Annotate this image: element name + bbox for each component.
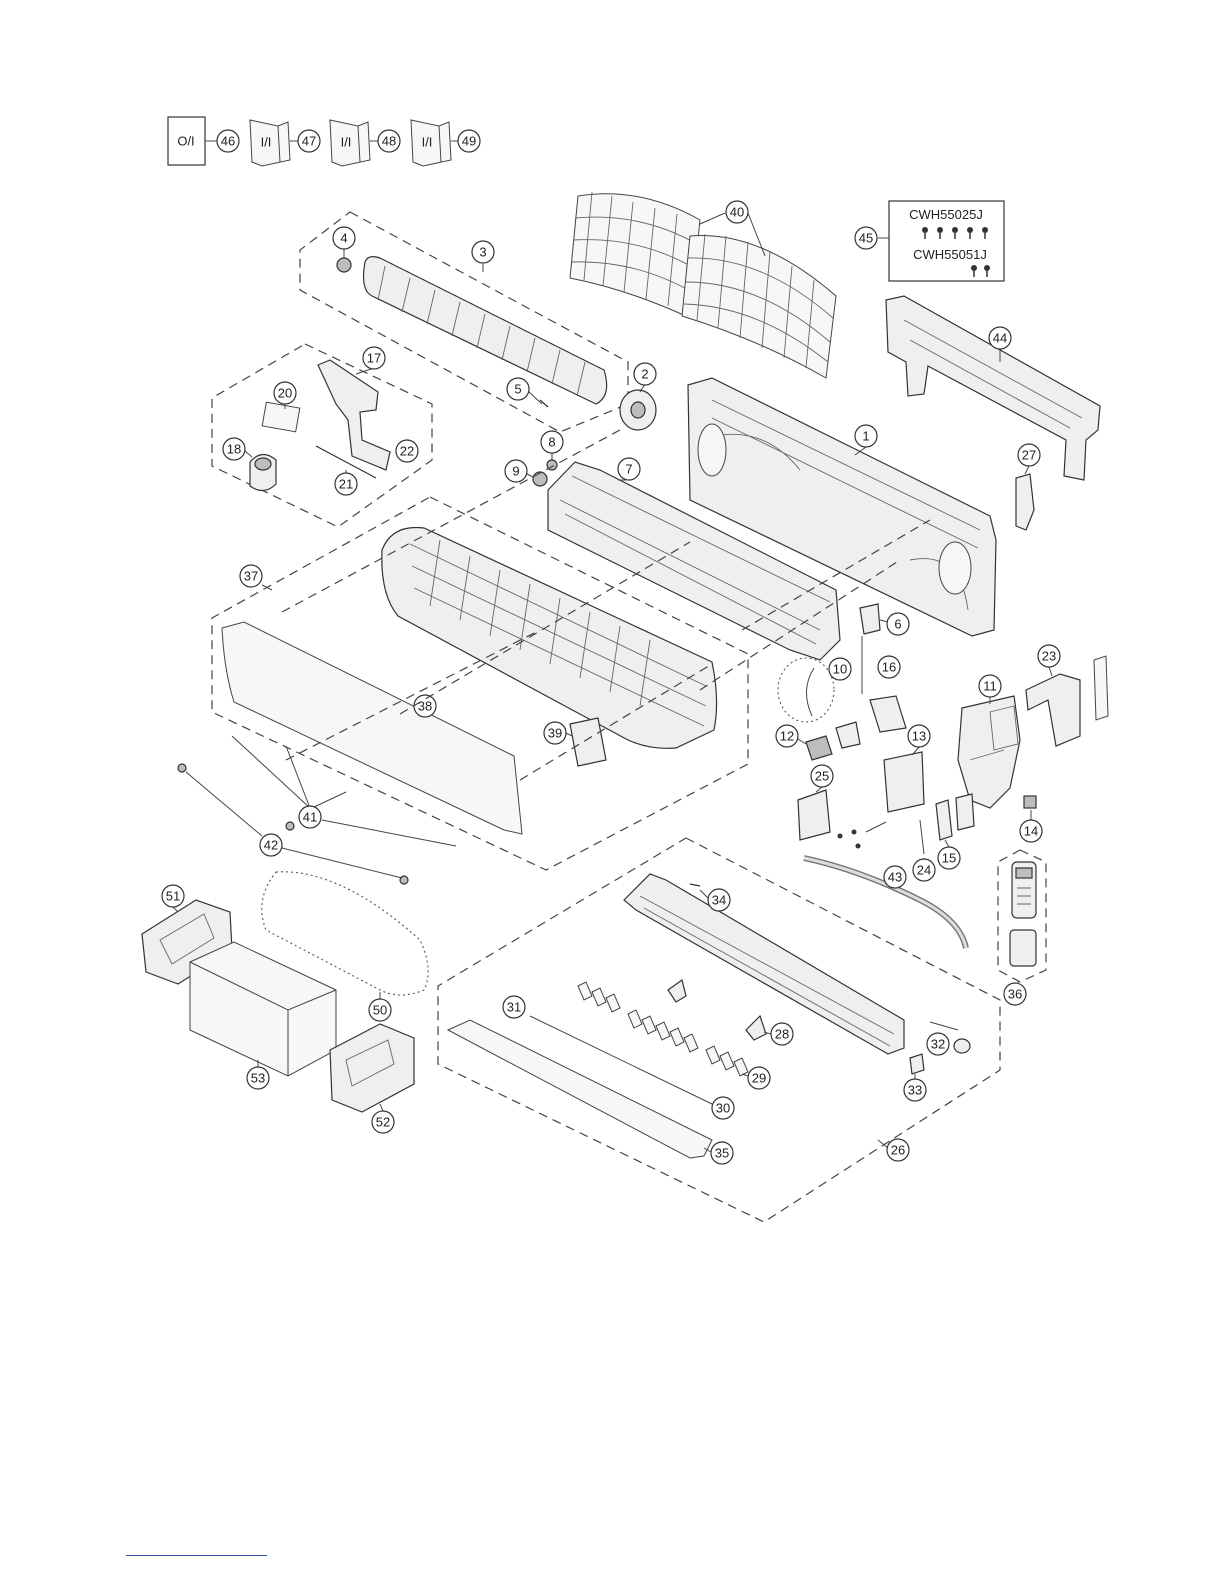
fan-motor	[620, 390, 656, 430]
screw-kit-box: CWH55025J CWH55051J 45	[855, 201, 1004, 281]
part-number-38: 38	[418, 699, 432, 714]
part-number-39: 39	[548, 726, 562, 741]
fan-motor-connector	[860, 604, 880, 634]
part-number-22: 22	[400, 444, 414, 459]
part-number-48: 48	[382, 134, 396, 149]
screw-cap	[400, 876, 408, 884]
vertical-louvers	[578, 982, 748, 1076]
installation-instructions-1: I/I 47	[250, 120, 320, 166]
part-number-34: 34	[712, 893, 726, 908]
part-number-27: 27	[1022, 448, 1036, 463]
part-number-37: 37	[244, 569, 258, 584]
part-number-18: 18	[227, 442, 241, 457]
installation-plate	[886, 296, 1100, 480]
bearing	[533, 472, 547, 486]
part-number-47: 47	[302, 134, 316, 149]
part-number-51: 51	[166, 889, 180, 904]
screw-code-1: CWH55025J	[909, 207, 983, 222]
part-number-31: 31	[507, 1000, 521, 1015]
part-number-21: 21	[339, 477, 353, 492]
part-number-50: 50	[373, 1003, 387, 1018]
louver-motor	[910, 1054, 924, 1074]
part-number-8: 8	[548, 435, 555, 450]
screw-code-2: CWH55051J	[913, 247, 987, 262]
part-number-9: 9	[512, 464, 519, 479]
part-number-10: 10	[833, 662, 847, 677]
part-number-32: 32	[931, 1037, 945, 1052]
fan-bushing	[337, 258, 351, 272]
ii-label-1: I/I	[261, 135, 272, 150]
part-number-46: 46	[221, 134, 235, 149]
part-number-36: 36	[1008, 987, 1022, 1002]
part-number-20: 20	[278, 386, 292, 401]
bearing-housing	[250, 454, 276, 490]
air-filter-left	[570, 192, 700, 318]
part-number-2: 2	[641, 367, 648, 382]
footer-link-underline	[126, 1555, 267, 1556]
sensor-bracket	[936, 800, 952, 840]
screw	[690, 884, 700, 886]
electronic-controller	[958, 696, 1020, 808]
part-number-4: 4	[340, 231, 347, 246]
sensor-holder	[870, 696, 906, 732]
louver-link-2	[746, 1016, 766, 1040]
control-board-cover	[1026, 674, 1080, 746]
part-number-7: 7	[625, 462, 632, 477]
part-number-52: 52	[376, 1115, 390, 1130]
packing-end-right	[330, 1024, 414, 1112]
part-number-25: 25	[815, 769, 829, 784]
part-number-41: 41	[303, 810, 317, 825]
screw-cap	[178, 764, 186, 772]
installation-instructions-2: I/I 48	[330, 120, 400, 166]
terminal-cover-strip	[1094, 656, 1108, 720]
installation-instructions-3: I/I 49	[411, 120, 480, 166]
ii-label-3: I/I	[422, 135, 433, 150]
part-number-1: 1	[862, 429, 869, 444]
screw-icon	[838, 830, 861, 849]
operating-instructions-group: O/I 46	[168, 117, 239, 165]
part-number-33: 33	[908, 1083, 922, 1098]
terminal-cover	[836, 722, 860, 748]
control-board	[884, 752, 924, 812]
part-number-17: 17	[367, 351, 381, 366]
part-number-53: 53	[251, 1071, 265, 1086]
part-number-40: 40	[730, 205, 744, 220]
part-number-3: 3	[479, 245, 486, 260]
part-number-44: 44	[993, 331, 1007, 346]
terminal-board	[806, 736, 832, 760]
carton-box	[190, 942, 336, 1076]
remote-control	[1010, 862, 1036, 966]
ii-label-2: I/I	[341, 135, 352, 150]
terminal-bracket	[1016, 474, 1034, 530]
part-number-16: 16	[882, 660, 896, 675]
air-filter-right	[682, 234, 836, 378]
part-number-24: 24	[917, 863, 931, 878]
part-number-45: 45	[859, 231, 873, 246]
cross-flow-fan	[364, 257, 607, 404]
part-number-35: 35	[715, 1146, 729, 1161]
part-number-11: 11	[983, 679, 997, 694]
part-number-6: 6	[894, 617, 901, 632]
screw-cap	[286, 822, 294, 830]
mounting-bracket	[798, 790, 830, 840]
part-number-28: 28	[775, 1027, 789, 1042]
part-number-14: 14	[1024, 824, 1038, 839]
part-number-15: 15	[942, 851, 956, 866]
part-number-23: 23	[1042, 649, 1056, 664]
louver-link	[668, 980, 686, 1002]
indicator-receiver	[1024, 796, 1036, 808]
part-number-13: 13	[912, 729, 926, 744]
part-number-12: 12	[780, 729, 794, 744]
label-sheet	[262, 402, 300, 432]
oi-label: O/I	[177, 134, 194, 149]
part-number-26: 26	[891, 1143, 905, 1158]
part-number-49: 49	[462, 134, 476, 149]
part-number-5: 5	[514, 382, 521, 397]
sensor-bracket-2	[956, 794, 974, 830]
part-number-43: 43	[888, 870, 902, 885]
part-number-42: 42	[264, 838, 278, 853]
part-number-29: 29	[752, 1071, 766, 1086]
part-number-30: 30	[716, 1101, 730, 1116]
